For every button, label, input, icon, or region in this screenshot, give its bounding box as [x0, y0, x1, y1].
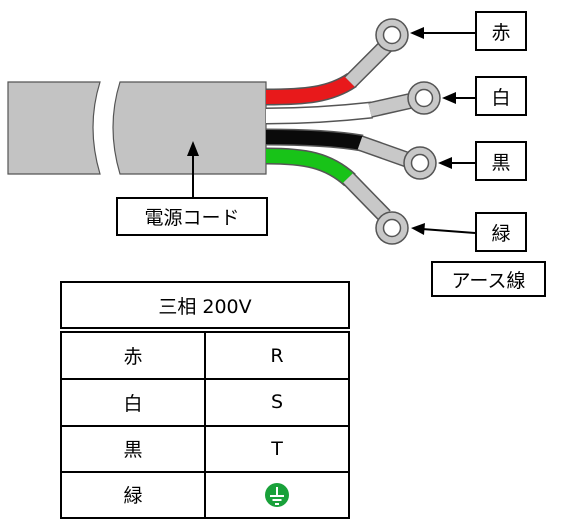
- ground-icon: [265, 482, 289, 507]
- cable-main: [112, 81, 267, 175]
- table-cell-phase: T: [204, 424, 350, 473]
- wire-red: [265, 37, 395, 106]
- wiring-table: 三相 200V 赤 R 白 S 黒 T 緑: [60, 281, 350, 520]
- label-white: 白: [475, 76, 527, 116]
- ring-terminal-white: [407, 81, 441, 115]
- arrow-green: [411, 223, 476, 235]
- table-cell-ground: [204, 470, 350, 520]
- arrow-cord: [187, 141, 199, 199]
- table-row: 緑: [60, 470, 350, 520]
- ring-terminal-black: [403, 146, 437, 180]
- table-title: 三相 200V: [60, 281, 350, 333]
- arrow-black: [438, 157, 475, 169]
- wire-black: [265, 128, 411, 168]
- label-earth-wire: アース線: [431, 261, 546, 297]
- cable-diagram: [7, 18, 476, 245]
- table-row: 黒 T: [60, 424, 350, 473]
- table-cell-color: 白: [60, 378, 206, 427]
- wire-white: [265, 93, 412, 125]
- table-cell-phase: R: [204, 328, 350, 381]
- table-cell-color: 赤: [60, 328, 206, 381]
- cable-end-left: [7, 81, 101, 175]
- table-row: 白 S: [60, 378, 350, 427]
- arrow-red: [410, 27, 475, 39]
- label-black: 黒: [475, 141, 527, 181]
- label-green: 緑: [475, 212, 527, 252]
- label-red: 赤: [475, 11, 527, 51]
- ring-terminal-green: [375, 211, 409, 245]
- table-cell-phase: S: [204, 378, 350, 427]
- table-cell-color: 黒: [60, 424, 206, 473]
- arrow-white: [442, 92, 475, 104]
- table-row: 赤 R: [60, 328, 350, 381]
- label-power-cord: 電源コード: [116, 197, 268, 236]
- table-cell-color: 緑: [60, 470, 206, 520]
- wire-green: [265, 147, 391, 222]
- ring-terminal-red: [375, 18, 409, 52]
